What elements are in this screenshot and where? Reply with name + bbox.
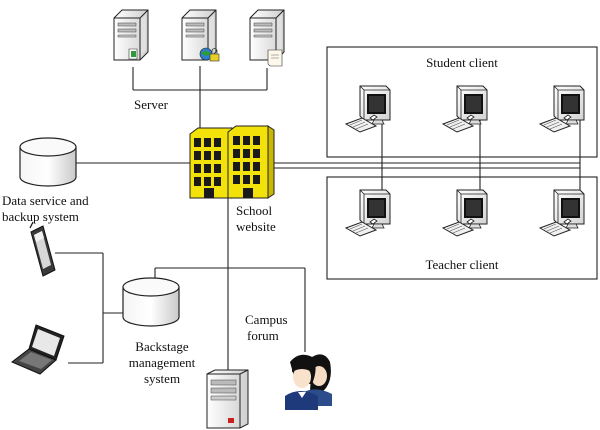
- data-service-label: Data service and backup system: [2, 193, 89, 225]
- desktop-computer-icon: [345, 189, 391, 237]
- laptop-icon: [11, 324, 65, 375]
- office-building-icon: [189, 125, 275, 199]
- backstage-label: Backstage management system: [112, 339, 212, 387]
- desktop-computer-icon: [442, 189, 488, 237]
- teacher-client-label: Teacher client: [425, 257, 499, 272]
- server-tower-icon: [206, 369, 249, 429]
- server-label: Server: [134, 97, 168, 112]
- campus-forum-label: Campus forum: [245, 312, 288, 344]
- student-client-box: [326, 46, 598, 158]
- server-tower-icon: [249, 9, 285, 67]
- database-cylinder-icon: [19, 137, 77, 187]
- school-website-label: School website: [236, 203, 276, 235]
- mobile-phone-icon: [29, 221, 56, 277]
- desktop-computer-icon: [345, 85, 391, 133]
- server-tower-icon: [181, 9, 220, 62]
- student-client-label: Student client: [426, 55, 498, 70]
- teacher-client-box: [326, 176, 598, 280]
- school-website-label-line: School: [236, 203, 273, 218]
- backstage-label-line: management: [128, 355, 196, 370]
- database-cylinder-icon: [122, 277, 180, 327]
- desktop-computer-icon: [539, 189, 585, 237]
- users-icon: [285, 354, 332, 410]
- server-tower-icon: [113, 9, 149, 61]
- connection-lines: [55, 66, 581, 372]
- backstage-label-line: system: [143, 371, 181, 386]
- campus-forum-label-line: Campus: [245, 312, 288, 327]
- data-service-label-line: Data service and: [2, 193, 89, 208]
- campus-forum-label-line: forum: [247, 328, 279, 343]
- data-service-label-line: backup system: [2, 209, 79, 224]
- desktop-computer-icon: [539, 85, 585, 133]
- school-website-label-line: website: [236, 219, 276, 234]
- backstage-label-line: Backstage: [135, 339, 189, 354]
